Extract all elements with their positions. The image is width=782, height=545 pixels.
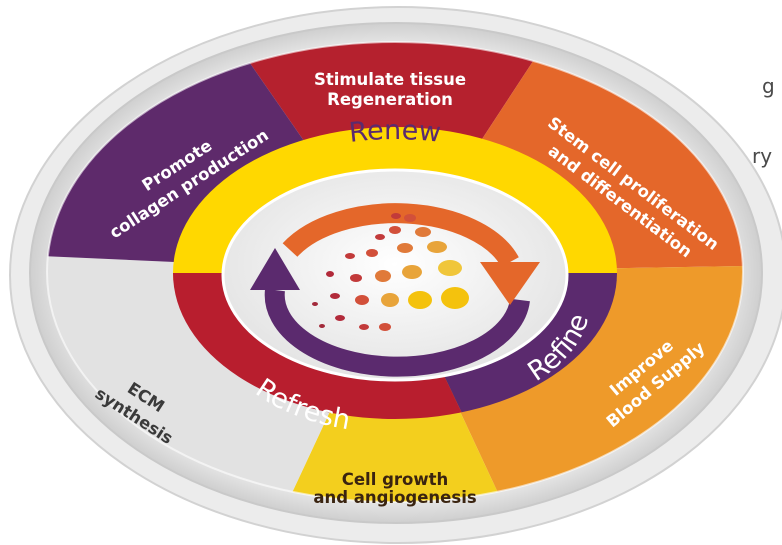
orange-cycle-arrow (282, 203, 519, 268)
svg-text:Stimulate tissue: Stimulate tissue (314, 70, 466, 89)
label-stimulate-tissue: Stimulate tissue Regeneration (314, 70, 466, 109)
purple-arrowhead-icon (250, 248, 300, 290)
svg-text:Cell growth: Cell growth (342, 470, 449, 489)
svg-text:and angiogenesis: and angiogenesis (313, 488, 477, 507)
dot-logo-icon (312, 213, 469, 331)
purple-cycle-arrow (264, 288, 530, 377)
center-disc (221, 168, 569, 382)
ring-label-renew: Renew (348, 115, 443, 149)
side-text-fragment-1: g (762, 74, 775, 98)
orange-arrowhead-icon (480, 262, 540, 305)
label-cell-growth: Cell growth and angiogenesis (313, 470, 477, 507)
side-text-fragment-2: ry (752, 144, 773, 168)
svg-text:Regeneration: Regeneration (327, 90, 453, 109)
